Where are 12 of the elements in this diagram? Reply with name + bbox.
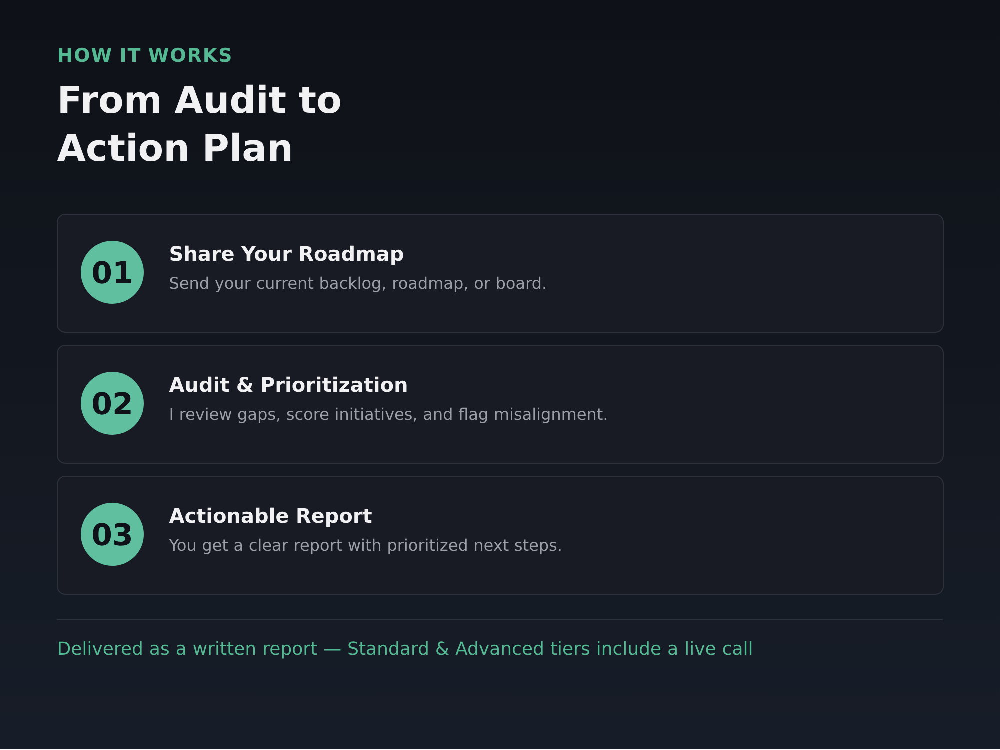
section-label: HOW IT WORKS [59, 48, 231, 62]
step-description: Send your current backlog, roadmap, or board. [170, 276, 546, 292]
step-heading: Actionable Report [169, 508, 372, 528]
step-description: I review gaps, score initiatives, and flag misalignment. [170, 408, 607, 424]
number-badge: 02 [81, 372, 144, 435]
title: From Audit to Action Plan [57, 84, 340, 162]
step-description: You get a clear report with prioritized next steps. [169, 538, 561, 554]
number-badge: 01 [81, 241, 144, 304]
step-heading: Audit & Prioritization [169, 376, 407, 392]
step-heading: Share Your Roadmap [170, 246, 404, 266]
footer-note: Delivered as a written report — Standard & Advanced tiers include a live call [59, 641, 752, 659]
number-badge: 03 [81, 503, 144, 566]
